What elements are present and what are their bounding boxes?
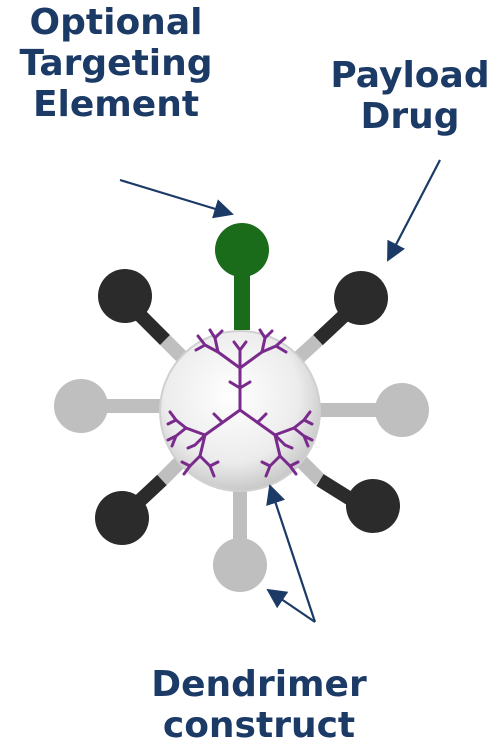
payload-branches: [95, 269, 400, 545]
payload-label-line-1: Payload: [330, 55, 490, 96]
dendrimer-label-line-2: construct: [162, 705, 356, 746]
branch-lr-base: [295, 455, 325, 485]
payload-ll: [95, 491, 149, 545]
targeting-label-line-2: Targeting: [19, 43, 213, 84]
targeting-element-label: Optional Targeting Element: [0, 2, 232, 125]
branch-bottom-end: [213, 538, 267, 592]
targeting-label-line-1: Optional: [29, 2, 203, 43]
arrow-dendrimer-branch: [266, 588, 316, 623]
payload-drug-label: Payload Drug: [318, 55, 499, 137]
branch-left-end: [54, 379, 108, 433]
targeting-head: [215, 223, 269, 277]
payload-label-line-2: Drug: [360, 96, 460, 137]
payload-lr: [346, 479, 400, 533]
branch-right-end: [375, 383, 429, 437]
arrows: [119, 159, 441, 623]
dendrimer-label-line-1: Dendrimer: [151, 664, 367, 705]
targeting-element: [215, 223, 269, 330]
payload-ul: [98, 269, 152, 323]
payload-lr-stalk: [316, 474, 356, 506]
arrow-dendrimer-core: [266, 484, 317, 623]
arrow-payload: [387, 159, 441, 262]
targeting-label-line-3: Element: [32, 84, 200, 125]
arrow-targeting: [119, 178, 234, 219]
dendrimer-construct-label: Dendrimer construct: [124, 664, 394, 746]
payload-ur: [334, 271, 388, 325]
dendrimer-tree: [166, 328, 314, 478]
